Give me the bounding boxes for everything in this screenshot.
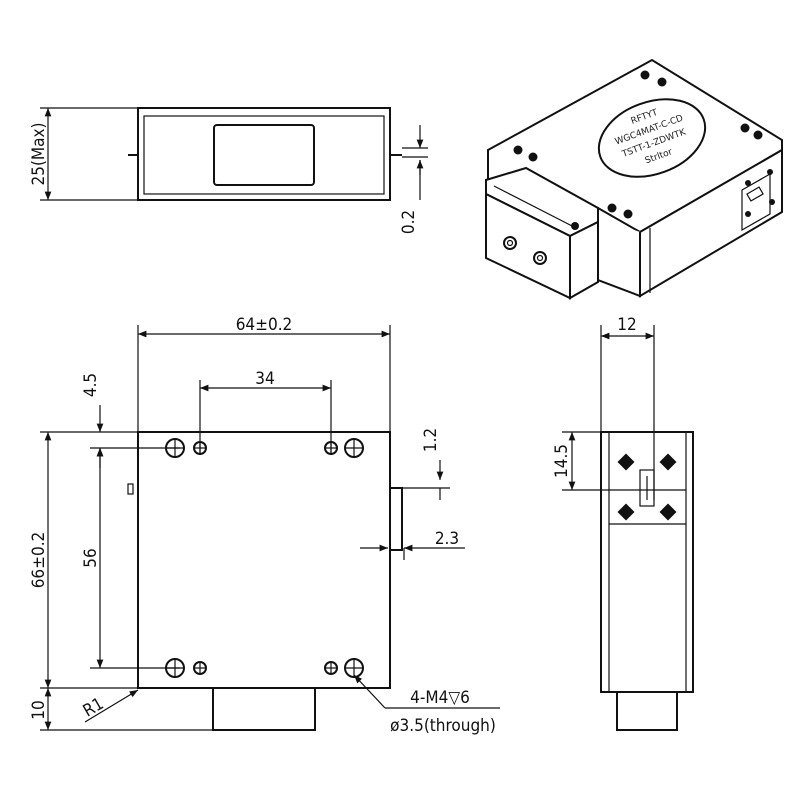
iso-label-oval [597,98,707,178]
front-view-tab [390,487,403,551]
front-flange-height: 10 [29,700,49,719]
front-view: 64±0.2 34 4.5 66±0.2 56 10 R1 1.2 [29,315,500,736]
side-view-body [600,431,694,693]
front-hole-spacing-y: 56 [81,548,101,567]
side-view-flange [616,691,678,731]
front-hole-spacing-x: 34 [255,369,274,389]
top-view-window [213,124,315,186]
front-through-hole: ø3.5(through) [390,716,496,736]
side-view: 12 14.5 [552,315,694,731]
isometric-view: RFTYT WGC4MAT-C-CD TSTT-1-ZDWTK Strltor [485,58,783,300]
mount-hole-bottom-left [165,658,207,678]
front-thread-spec: 4-M4▽6 [410,688,470,708]
front-edge-offset: 4.5 [81,373,101,397]
side-port-height: 14.5 [552,444,572,478]
side-width-dim: 12 [617,315,636,335]
front-view-flange [212,687,316,731]
top-gap-dim: 0.2 [399,210,419,234]
top-height-dim: 25(Max) [29,122,49,185]
front-tab-width: 2.3 [435,529,459,549]
top-view: 25(Max) 0.2 [29,107,428,234]
top-view-body [137,107,391,201]
front-height-dim: 66±0.2 [29,532,49,589]
front-corner-radius: R1 [80,694,108,722]
front-view-body [137,431,391,689]
top-view-inner [143,115,385,195]
side-view-port [612,453,686,521]
front-tab-offset: 1.2 [421,428,441,452]
mount-hole-bottom-right [324,658,364,678]
front-width-dim: 64±0.2 [236,315,293,335]
